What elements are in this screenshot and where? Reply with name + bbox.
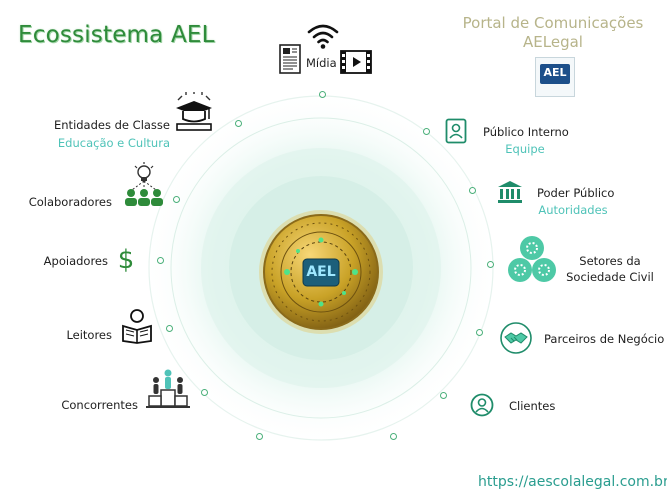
- graduation-cap-icon: [176, 92, 212, 131]
- gears-icon: [508, 236, 556, 282]
- node-leitores: [166, 325, 173, 332]
- video-icon: [340, 50, 372, 74]
- handshake-icon: [500, 322, 532, 354]
- ael-logo-mark: [540, 64, 570, 84]
- node-apoiadores: [157, 257, 164, 264]
- government-building-icon: [498, 181, 522, 203]
- node-concorrentes: [201, 389, 208, 396]
- middle-ring: [170, 117, 472, 419]
- node-entidades: [235, 120, 242, 127]
- ael-logo-text: AEL: [543, 66, 567, 79]
- page-title: Ecossistema AEL: [18, 22, 215, 48]
- site-url-link[interactable]: https://aescolalegal.com.br: [478, 474, 667, 490]
- wifi-icon: [307, 24, 339, 49]
- dollar-icon: $: [118, 245, 135, 275]
- node-midia: [319, 91, 326, 98]
- node-bottom-right: [390, 433, 397, 440]
- label-setores-2: Sociedade Civil: [566, 270, 654, 284]
- label-apoiadores: Apoiadores: [43, 254, 108, 268]
- portal-line-1: Portal de Comunicações: [462, 14, 644, 32]
- node-bottom-left: [256, 433, 263, 440]
- portal-line-2: AELegal: [523, 33, 583, 51]
- label-midia: Mídia: [306, 56, 337, 70]
- label-publico-interno: Público Interno: [483, 125, 569, 139]
- label-clientes: Clientes: [509, 399, 556, 413]
- ael-logo[interactable]: AEL: [535, 57, 575, 97]
- ael-hub-coin: [259, 210, 383, 334]
- node-poder-publico: [469, 187, 476, 194]
- node-clientes: [440, 392, 447, 399]
- id-badge-icon: [445, 118, 467, 144]
- label-concorrentes: Concorrentes: [61, 398, 138, 412]
- label-setores-1: Setores da: [579, 254, 641, 268]
- reader-book-icon: [122, 309, 152, 344]
- hub-label: AEL: [306, 264, 336, 280]
- node-setores: [487, 261, 494, 268]
- node-parceiros: [476, 329, 483, 336]
- portal-title: Portal de Comunicações AELegal: [458, 14, 648, 52]
- sub-entidades: Educação e Cultura: [57, 136, 170, 150]
- label-poder-publico: Poder Público: [537, 186, 615, 200]
- label-colaboradores: Colaboradores: [28, 195, 112, 209]
- podium-icon: [146, 369, 190, 408]
- svg-text:$: $: [118, 245, 135, 275]
- label-entidades: Entidades de Classe: [54, 118, 170, 132]
- sub-poder-publico: Autoridades: [538, 203, 608, 217]
- user-circle-icon: [470, 393, 494, 417]
- label-parceiros: Parceiros de Negócio: [544, 332, 665, 346]
- newspaper-icon: [279, 44, 301, 74]
- node-publico-interno: [423, 128, 430, 135]
- sub-publico-interno: Equipe: [505, 142, 545, 156]
- lightbulb-team-icon: [125, 162, 163, 206]
- label-leitores: Leitores: [66, 328, 112, 342]
- node-colaboradores: [173, 196, 180, 203]
